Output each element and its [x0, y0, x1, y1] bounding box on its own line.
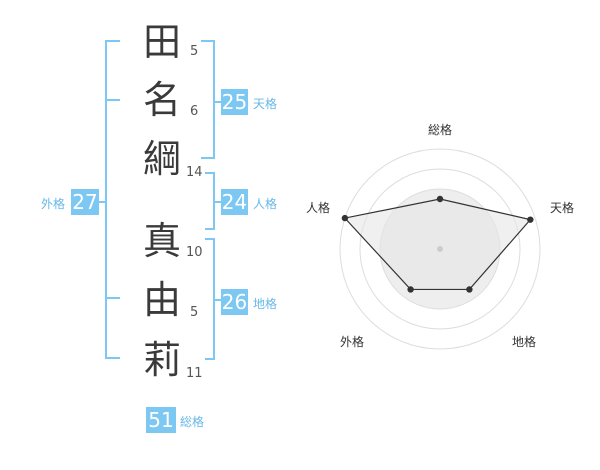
name-char-4: 真 — [142, 219, 181, 263]
stroke-count-4: 10 — [186, 245, 203, 260]
radar-score-polygon — [343, 198, 532, 291]
soukaku-label: 総格 — [180, 415, 205, 429]
radar-point-2 — [527, 216, 534, 223]
tenkaku-badge: 25 — [221, 89, 248, 115]
name-char-3: 綱 — [142, 137, 181, 181]
chikaku-badge: 26 — [221, 289, 248, 315]
name-char-5: 由 — [142, 278, 181, 322]
radar-label-jinkaku: 人格 — [306, 200, 330, 215]
stroke-count-5: 5 — [190, 305, 199, 320]
radar-point-1 — [436, 195, 444, 203]
stroke-count-6: 11 — [186, 366, 203, 381]
radar-label-gaikaku: 外格 — [340, 334, 364, 349]
name-char-6: 莉 — [142, 338, 181, 382]
radar-point-5 — [341, 214, 349, 222]
radar-label-tenkaku: 天格 — [550, 200, 574, 215]
stroke-count-2: 6 — [190, 104, 199, 119]
radar-center-dot — [437, 246, 443, 252]
jinkaku-badge: 24 — [221, 189, 248, 215]
fortune-radar-chart: 総格 天格 地格 外格 人格 — [306, 122, 574, 350]
soukaku-badge: 51 — [146, 407, 176, 433]
chikaku-label: 地格 — [253, 297, 278, 311]
radar-points — [341, 195, 534, 293]
jinkaku-label: 人格 — [253, 197, 278, 211]
name-char-2: 名 — [142, 78, 181, 122]
gaikaku-badge: 27 — [71, 189, 99, 215]
stroke-count-1: 5 — [190, 44, 199, 59]
radar-ring — [359, 168, 521, 330]
stroke-count-3: 14 — [186, 165, 203, 180]
tenkaku-label: 天格 — [253, 97, 278, 111]
radar-point-3 — [466, 286, 473, 293]
radar-point-4 — [407, 286, 414, 293]
radar-label-soukaku: 総格 — [428, 122, 452, 137]
name-char-1: 田 — [142, 20, 181, 64]
radar-label-chikaku: 地格 — [512, 334, 536, 349]
gaikaku-label: 外格 — [41, 197, 66, 211]
radar-ring — [339, 148, 541, 350]
